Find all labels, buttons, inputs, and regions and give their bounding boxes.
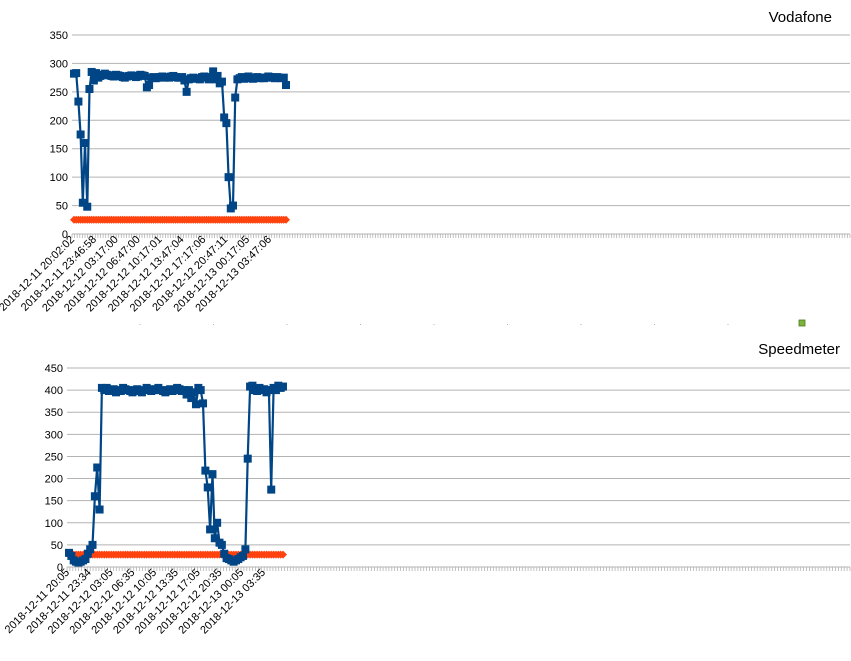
- y-tick-label: 200: [45, 474, 63, 486]
- x-tick-marks: [71, 234, 851, 238]
- speed-point: [182, 87, 191, 96]
- speed-point: [279, 73, 288, 82]
- speedmeter-chart: Speedmeter 05010015020025030035040045020…: [3, 341, 851, 637]
- vodafone-chart: Vodafone 0501001502002503003502018-12-11…: [0, 9, 851, 314]
- speed-point: [213, 518, 222, 527]
- speed-point: [213, 71, 222, 80]
- speed-point: [196, 386, 205, 395]
- chart-title: Speedmeter: [758, 341, 840, 358]
- y-tick-label: 100: [45, 518, 63, 530]
- speed-point: [189, 388, 198, 397]
- speed-point: [282, 81, 290, 90]
- y-tick-label: 300: [50, 58, 68, 70]
- y-tick-label: 50: [51, 540, 63, 552]
- speed-point: [93, 463, 102, 472]
- speed-point: [229, 201, 237, 210]
- y-tick-label: 150: [50, 144, 68, 156]
- speed-point: [92, 69, 101, 78]
- baseline-point: [282, 215, 290, 224]
- speed-point: [180, 386, 189, 395]
- y-tick-label: 150: [45, 496, 63, 508]
- speed-point: [264, 386, 273, 395]
- speed-point: [81, 555, 90, 564]
- speed-point: [220, 549, 229, 558]
- speed-point: [81, 139, 90, 148]
- y-tick-label: 0: [62, 229, 68, 241]
- y-tick-label: 300: [45, 429, 63, 441]
- speed-point: [87, 67, 96, 76]
- speed-point: [88, 540, 97, 549]
- speed-point: [209, 67, 218, 76]
- speed-point: [210, 534, 219, 543]
- y-tick-label: 250: [45, 451, 63, 463]
- speed-point: [145, 81, 154, 90]
- speed-point: [279, 382, 287, 391]
- speed-point: [191, 400, 200, 409]
- y-tick-label: 350: [50, 30, 68, 42]
- speed-point: [224, 173, 233, 182]
- speed-point: [239, 551, 248, 560]
- speed-point: [72, 69, 81, 78]
- speed-point: [184, 386, 193, 395]
- speed-point: [74, 97, 83, 106]
- speed-point: [271, 386, 280, 395]
- speed-point: [89, 76, 98, 85]
- speed-point: [206, 73, 215, 82]
- speed-point: [90, 492, 99, 501]
- y-tick-label: 350: [45, 407, 63, 419]
- speed-point: [187, 394, 196, 403]
- speed-point: [86, 545, 95, 554]
- legend-marker: [798, 319, 806, 327]
- speed-point: [208, 470, 217, 479]
- y-tick-label: 50: [56, 201, 68, 213]
- y-tick-label: 250: [50, 87, 68, 99]
- speed-point: [201, 466, 210, 475]
- speed-point: [140, 71, 149, 80]
- speed-point: [220, 113, 229, 122]
- speed-point: [180, 76, 189, 85]
- baseline-point: [279, 550, 287, 559]
- speed-point: [83, 202, 92, 211]
- speed-point: [199, 399, 208, 408]
- speed-point: [248, 381, 257, 390]
- y-tick-label: 450: [45, 363, 63, 375]
- chart-title: Vodafone: [769, 9, 832, 26]
- speed-point: [267, 485, 276, 494]
- speed-point: [217, 540, 226, 549]
- speed-point: [67, 551, 76, 560]
- speed-point: [203, 483, 212, 492]
- speed-point: [182, 390, 191, 399]
- y-tick-label: 200: [50, 115, 68, 127]
- y-tick-label: 400: [45, 385, 63, 397]
- speed-point: [217, 77, 226, 86]
- speed-point: [76, 130, 85, 139]
- speed-point: [95, 505, 104, 514]
- y-tick-label: 100: [50, 172, 68, 184]
- speed-point: [222, 119, 231, 128]
- speed-point: [206, 525, 215, 534]
- x-tick-marks: [66, 567, 851, 571]
- speed-point: [83, 549, 92, 558]
- speed-point: [85, 85, 94, 94]
- speed-point: [243, 454, 252, 463]
- speed-point: [231, 93, 240, 102]
- speed-point: [241, 545, 250, 554]
- speed-point: [78, 198, 87, 207]
- separator-dots: [139, 324, 729, 325]
- y-tick-label: 0: [57, 562, 63, 574]
